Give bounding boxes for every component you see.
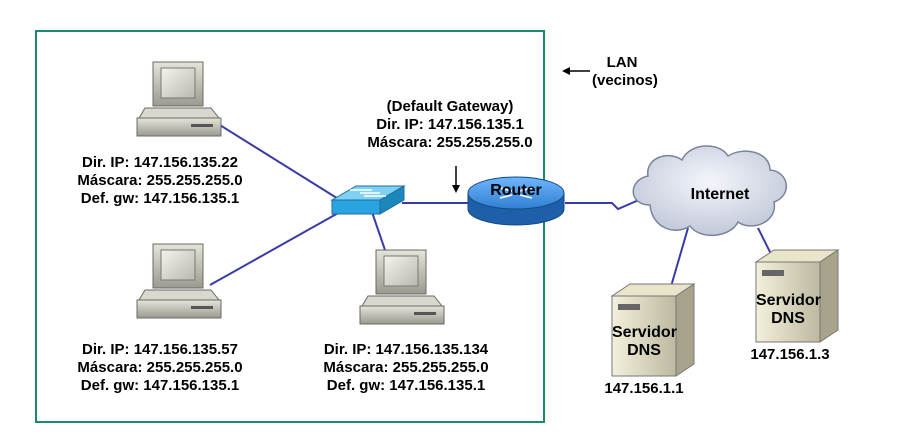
dns-2-ip: 147.156.1.3: [750, 346, 830, 363]
pc-3-ip: Dir. IP: 147.156.135.134: [323, 341, 489, 358]
link-pc3-switch: [371, 211, 386, 251]
links: [209, 121, 776, 291]
internet-label: Internet: [690, 186, 750, 203]
internet-cloud-icon: [632, 145, 787, 237]
gateway-title: (Default Gateway): [386, 98, 514, 115]
gateway-label: (Default Gateway) Dir. IP: 147.156.135.1…: [345, 98, 555, 152]
link-internet-dns1: [669, 227, 689, 291]
lan-label: LAN (vecinos): [592, 54, 658, 89]
pc-2-label: Dir. IP: 147.156.135.57 Máscara: 255.255…: [50, 341, 270, 395]
link-pc1-switch: [214, 121, 341, 201]
switch-icon: [330, 185, 406, 215]
lan-arrow: [562, 67, 590, 75]
dns-2-name: Servidor DNS: [756, 292, 821, 327]
pc-3-mask: Máscara: 255.255.255.0: [323, 359, 489, 376]
dns-1-ip: 147.156.1.1: [604, 380, 684, 397]
pc-1-mask: Máscara: 255.255.255.0: [77, 172, 243, 189]
gateway-mask: Máscara: 255.255.255.0: [367, 134, 533, 151]
router-label: Router: [490, 182, 542, 199]
link-pc2-switch: [209, 211, 341, 286]
dns-1-name: Servidor DNS: [612, 324, 677, 359]
pc-1-label: Dir. IP: 147.156.135.22 Máscara: 255.255…: [50, 154, 270, 208]
dns-server-1-icon: [610, 283, 696, 377]
pc-2-ip: Dir. IP: 147.156.135.57: [82, 341, 238, 358]
pc-2-gateway: Def. gw: 147.156.135.1: [80, 377, 240, 394]
lan-boundary: [35, 30, 545, 423]
pc-3-gateway: Def. gw: 147.156.135.1: [326, 377, 486, 394]
pc-2-mask: Máscara: 255.255.255.0: [77, 359, 243, 376]
pc-3-label: Dir. IP: 147.156.135.134 Máscara: 255.25…: [296, 341, 516, 395]
gateway-ip: Dir. IP: 147.156.135.1: [376, 116, 524, 133]
gateway-arrow: [452, 166, 460, 193]
pc-1-gateway: Def. gw: 147.156.135.1: [80, 190, 240, 207]
link-router-internet: [565, 195, 649, 211]
pc-2-icon: [136, 243, 222, 319]
pc-3-icon: [359, 249, 445, 325]
pc-1-icon: [136, 61, 222, 137]
pc-1-ip: Dir. IP: 147.156.135.22: [82, 154, 238, 171]
dns-server-2-icon: [754, 249, 840, 343]
router-icon: [467, 176, 565, 226]
